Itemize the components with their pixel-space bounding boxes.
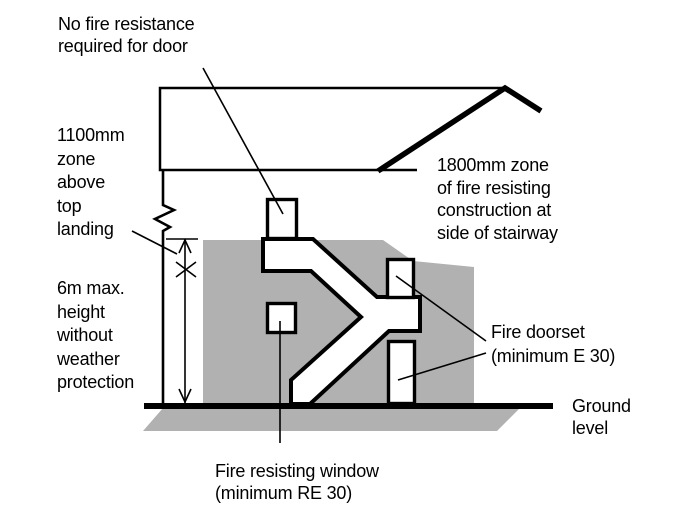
upper-fire-door	[385, 257, 416, 300]
leader-top-door	[202, 67, 284, 215]
leader-doorset-lower	[397, 352, 487, 381]
fire-window	[265, 301, 298, 335]
label-1800mm-zone: 1800mm zone of fire resisting constructi…	[437, 155, 558, 243]
fire-zone-thick-line	[376, 84, 543, 174]
leader-doorset-upper	[395, 275, 487, 342]
dimension-up-arrowhead	[178, 238, 192, 254]
canopy-outline	[158, 86, 505, 172]
label-fire-window: Fire resisting window (minimum RE 30)	[215, 461, 379, 503]
label-no-fire-resistance: No fire resistance required for door	[58, 14, 195, 56]
label-6m-max-height: 6m max. height without weather protectio…	[57, 278, 135, 392]
dimension-down-arrowhead	[178, 388, 192, 404]
dimension-cross-mark	[175, 261, 197, 278]
ground-shadow	[143, 408, 520, 431]
height-dimension	[166, 238, 198, 404]
top-door	[265, 197, 299, 241]
building-edge-line-with-break	[152, 170, 178, 404]
leader-landing	[131, 230, 178, 255]
lower-fire-door	[386, 339, 417, 406]
label-ground-level: Ground level	[572, 396, 631, 438]
label-1100mm-zone: 1100mm zone above top landing	[57, 125, 125, 239]
label-fire-doorset: Fire doorset (minimum E 30)	[491, 322, 616, 366]
